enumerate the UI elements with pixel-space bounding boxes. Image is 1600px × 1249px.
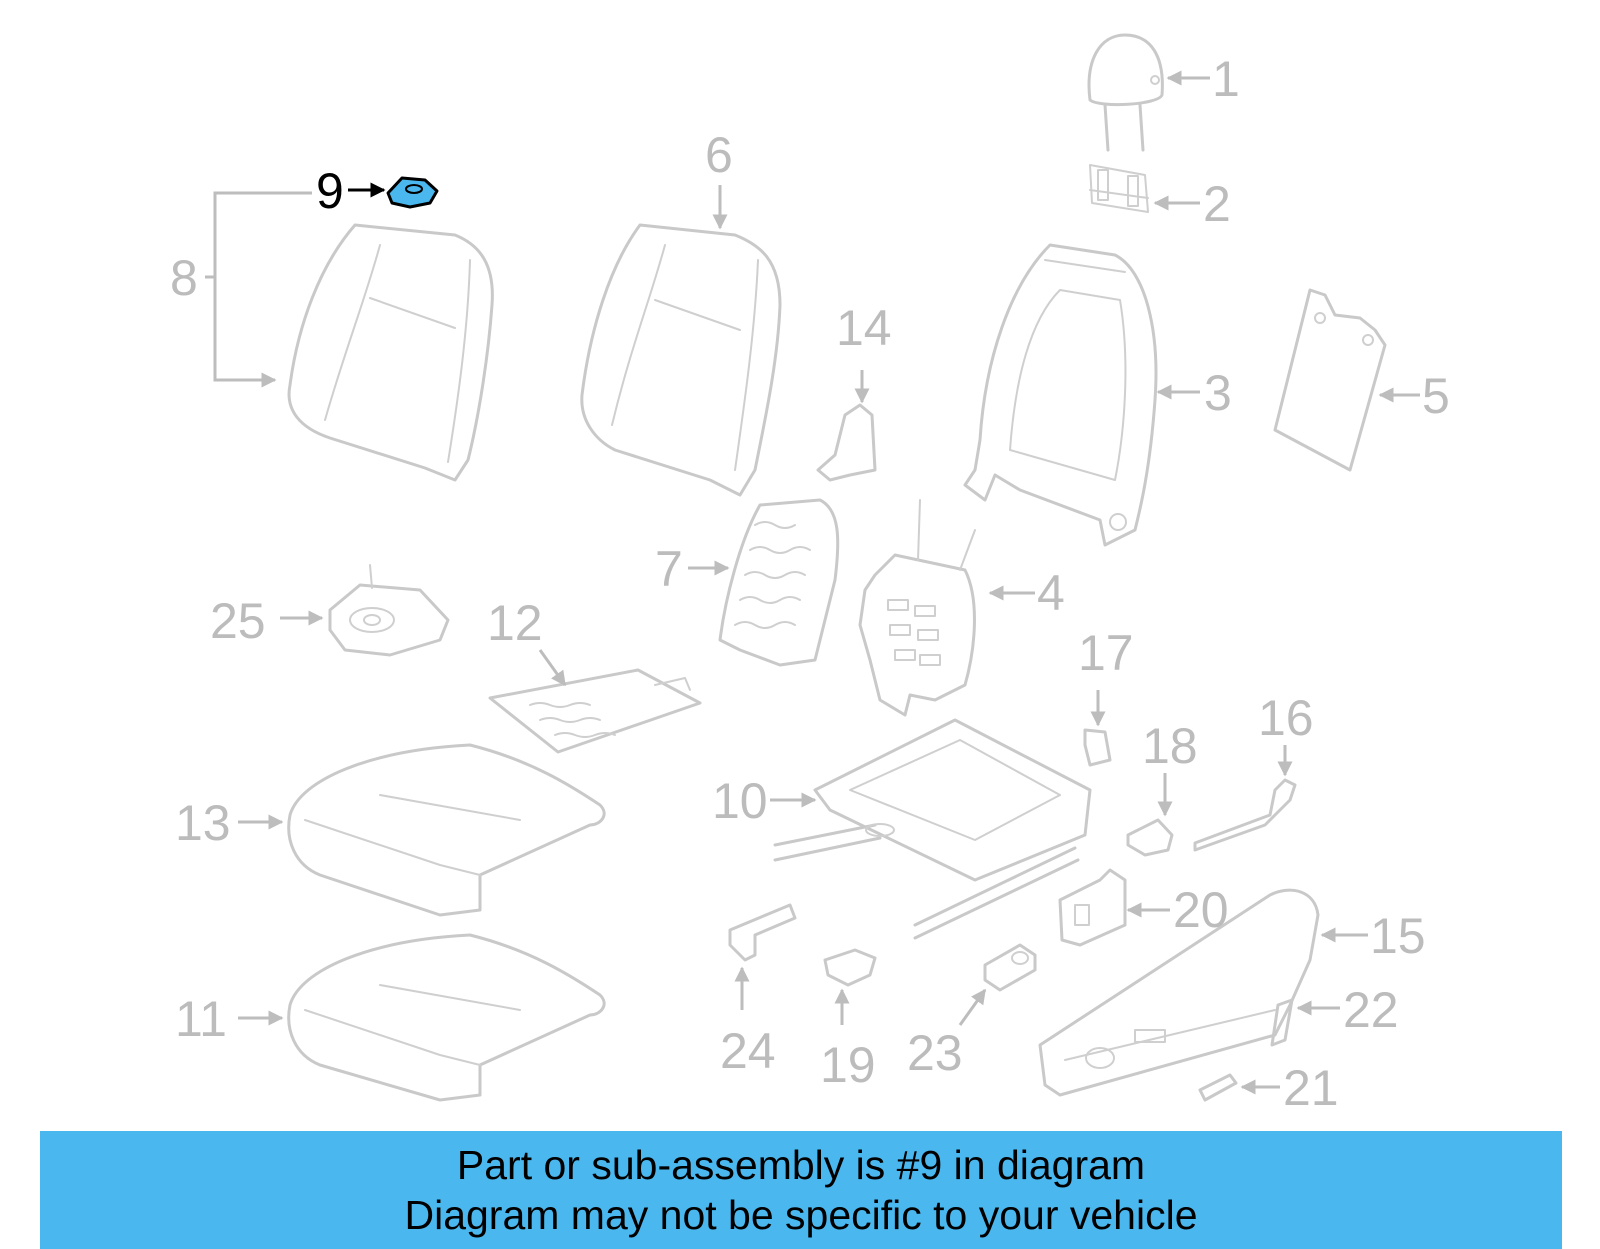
part-9-highlighted[interactable] [386,176,439,209]
callout-13: 13 [175,795,231,851]
part-25-speaker[interactable] [328,564,450,657]
callout-9: 9 [316,163,344,219]
part-13-cushion-cover[interactable] [287,743,606,917]
callout-16: 16 [1258,690,1314,746]
part-22-knob[interactable] [1270,998,1294,1047]
callout-24: 24 [720,1023,776,1079]
part-5-back-panel[interactable] [1273,288,1387,472]
part-11-cushion-pad[interactable] [287,933,606,1102]
banner-line-1: Part or sub-assembly is #9 in diagram [456,1142,1146,1188]
callout-6: 6 [705,127,733,183]
part-10-seat-frame[interactable] [773,718,1092,940]
callout-10: 10 [712,773,768,829]
part-3-seatback-frame[interactable] [963,243,1158,547]
part-23-switch[interactable] [983,943,1037,992]
part-17-clip[interactable] [1083,728,1112,767]
callout-15: 15 [1370,908,1426,964]
callout-17: 17 [1078,625,1134,681]
part-19-cover[interactable] [823,948,877,987]
callout-8: 8 [170,250,198,306]
part-14-bracket[interactable] [816,403,877,482]
callout-7: 7 [655,541,683,597]
callout-25: 25 [210,593,266,649]
part-16-rod[interactable] [1193,778,1297,852]
callout-11: 11 [175,991,227,1047]
callout-5: 5 [1422,368,1450,424]
callout-1: 1 [1212,51,1240,107]
part-24-garnish[interactable] [728,903,797,962]
callout-21: 21 [1283,1060,1339,1116]
part-7-back-pad[interactable] [718,498,840,667]
callout-23: 23 [907,1025,963,1081]
part-6-seatback-cover[interactable] [580,223,782,497]
part-20-recliner[interactable] [1058,868,1127,947]
banner-line-2: Diagram may not be specific to your vehi… [404,1192,1198,1238]
callout-19: 19 [820,1037,876,1093]
callout-4: 4 [1037,565,1065,621]
part-8-seatback-assembly[interactable] [287,223,494,482]
part-1-headrest[interactable] [1087,33,1164,152]
callout-3: 3 [1204,365,1232,421]
callout-14: 14 [836,300,892,356]
callout-2: 2 [1203,176,1231,232]
part-4-lumbar[interactable] [858,499,976,717]
part-18-cap[interactable] [1126,818,1174,857]
part-12-heater-mat[interactable] [488,668,702,754]
part-21-small-cover[interactable] [1198,1073,1238,1102]
callout-12: 12 [487,595,543,651]
part-2-guide[interactable] [1089,164,1149,213]
callout-18: 18 [1142,718,1198,774]
callout-22: 22 [1343,982,1399,1038]
info-banner: Part or sub-assembly is #9 in diagram Di… [40,1131,1562,1249]
callout-20: 20 [1173,882,1229,938]
